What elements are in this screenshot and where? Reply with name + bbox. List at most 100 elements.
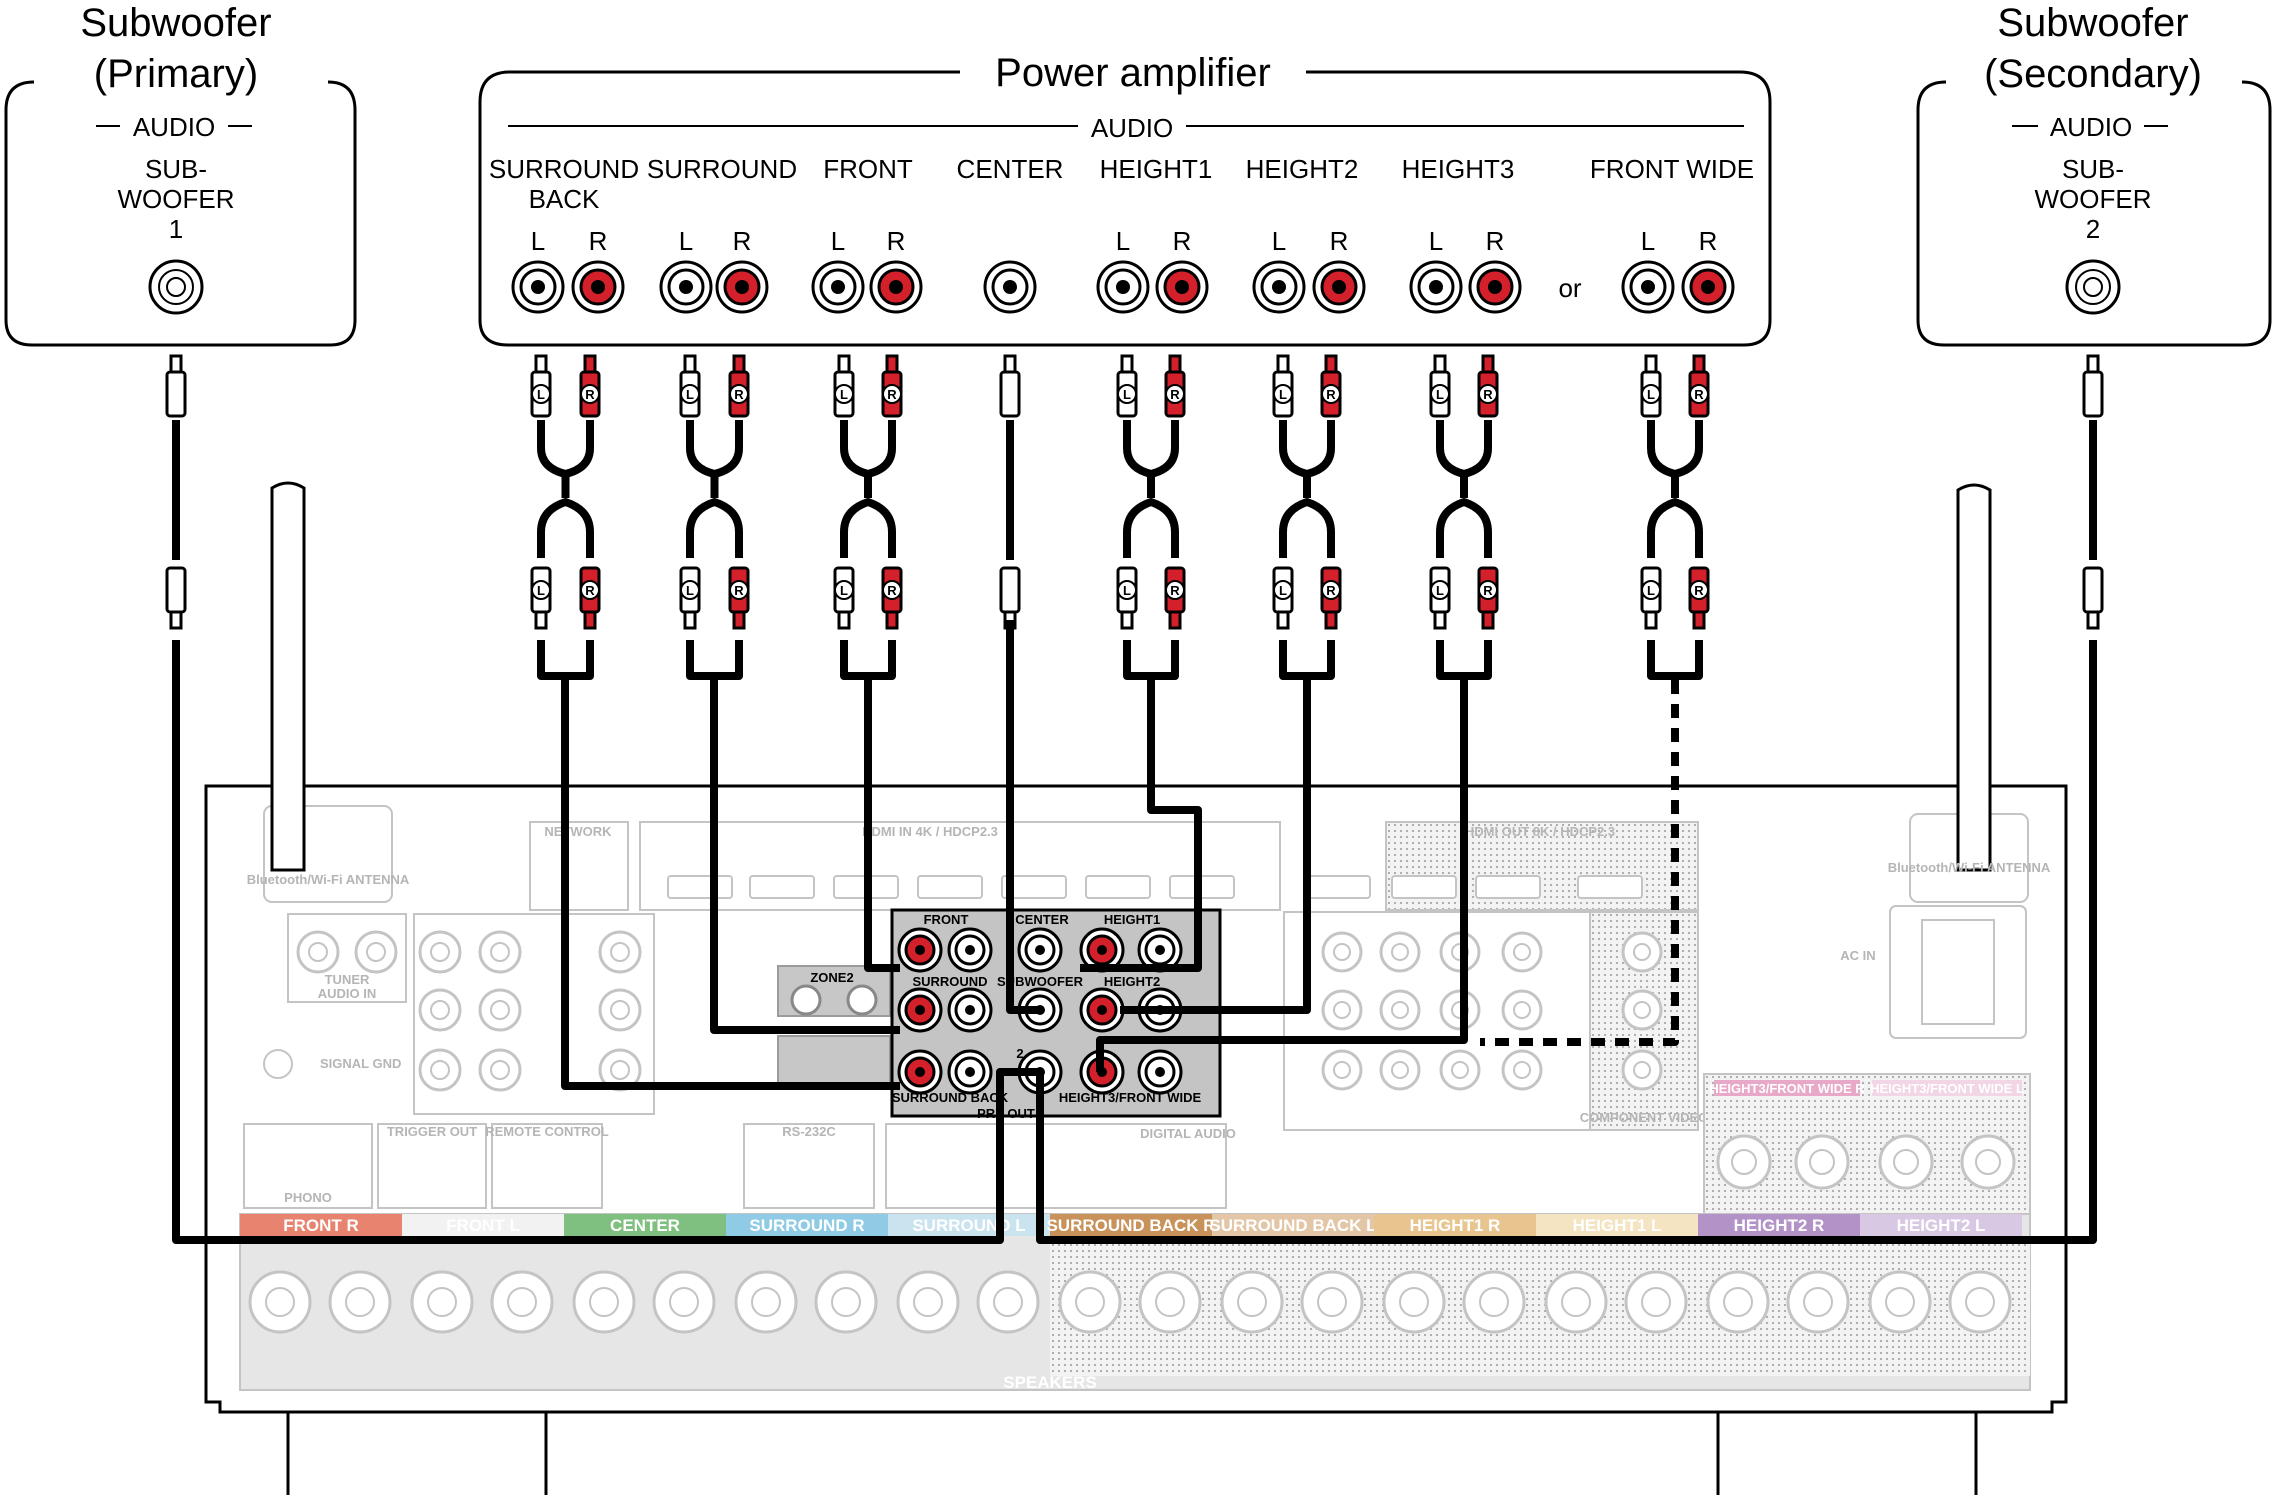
plug-top-r-4: R bbox=[1320, 354, 1342, 418]
speaker-post-inner-7-0 bbox=[1399, 1287, 1429, 1317]
amp-channel-r-label-6: R bbox=[1486, 226, 1505, 256]
amp-channel-r-label-2: R bbox=[887, 226, 906, 256]
plug-bottom-r-0-badge bbox=[580, 580, 600, 600]
plug-top-r-0-letter: R bbox=[585, 387, 595, 402]
zone2-secondary-jacks bbox=[777, 1035, 891, 1089]
power-amplifier-title: Power amplifier bbox=[995, 51, 1271, 95]
pair-bottom-split-2 bbox=[840, 498, 896, 558]
preout-height3-front-wide-label: HEIGHT3/FRONT WIDE bbox=[1059, 1090, 1202, 1105]
pair-bottom-split-6 bbox=[1647, 498, 1703, 558]
hdmi-in-label: HDMI IN 4K / HDCP2.3 bbox=[862, 824, 998, 839]
plug-top-r-2-letter: R bbox=[887, 387, 897, 402]
speaker-post-inner-4-0 bbox=[913, 1287, 943, 1317]
plug-top-l-6: L bbox=[1640, 354, 1662, 418]
plug-top-l-3: L bbox=[1116, 354, 1138, 418]
plug-center-bottom-body bbox=[999, 566, 1021, 614]
speaker-group-2: CENTER bbox=[564, 1214, 726, 1334]
preout-jack-pin-1 bbox=[965, 945, 975, 955]
plug-bottom-r-3-badge bbox=[1165, 580, 1185, 600]
video-jack-inner-9 bbox=[1513, 1001, 1531, 1019]
speakers-label: SPEAKERS bbox=[1003, 1373, 1097, 1392]
preout-jack-pin-2 bbox=[1035, 945, 1045, 955]
plug-top-l-6-badge bbox=[1641, 384, 1661, 404]
hdmi-port-9 bbox=[1475, 875, 1541, 899]
preout-surround-back-label: SURROUND BACK bbox=[892, 1090, 1009, 1105]
amp-center-jack-pin bbox=[1003, 280, 1017, 294]
amp-jack-r-4-pin bbox=[1175, 280, 1189, 294]
speaker-group-8: HEIGHT1 L bbox=[1536, 1214, 1698, 1334]
plug-top-r-6-letter: R bbox=[1694, 387, 1704, 402]
plug-bottom-l-2: L bbox=[833, 566, 855, 630]
plug-top-r-1: R bbox=[728, 354, 750, 418]
center-route bbox=[1006, 620, 1040, 1014]
hfw-post-inner-3 bbox=[1975, 1149, 2001, 1175]
plug-bottom-l-4-letter: L bbox=[1279, 583, 1287, 598]
amp-channel-label-4: HEIGHT1 bbox=[1100, 154, 1213, 184]
plug-bottom-r-4-badge bbox=[1321, 580, 1341, 600]
plug-sub2-bottom-tip bbox=[2086, 610, 2100, 630]
plug-top-l-0: L bbox=[530, 354, 552, 418]
tuner-label: TUNER bbox=[325, 972, 370, 987]
speaker-group-7: HEIGHT1 R bbox=[1374, 1214, 1536, 1334]
video-jack-inner-12 bbox=[1633, 943, 1651, 961]
preout-height1-label: HEIGHT1 bbox=[1104, 912, 1160, 927]
preout-jack-pin-11 bbox=[965, 1067, 975, 1077]
speaker-post-inner-5-0 bbox=[1075, 1287, 1105, 1317]
speaker-post-inner-0-1 bbox=[345, 1287, 375, 1317]
plug-bottom-r-1-tip bbox=[732, 610, 746, 630]
sub2-route bbox=[1036, 640, 2097, 1244]
plug-bottom-r-0-tip bbox=[583, 610, 597, 630]
plug-bottom-l-3-letter: L bbox=[1123, 583, 1131, 598]
preout-jack-pin-5 bbox=[915, 1005, 925, 1015]
plug-bottom-r-2: R bbox=[881, 566, 903, 630]
hdmi-port-0 bbox=[667, 875, 733, 899]
plug-bottom-r-1-badge bbox=[729, 580, 749, 600]
plug-top-r-1-badge bbox=[729, 384, 749, 404]
subwoofer-primary-jack bbox=[148, 259, 204, 315]
video-jack-inner-3 bbox=[1391, 1001, 1409, 1019]
plug-center-top-body bbox=[999, 370, 1021, 418]
plug-bottom-r-2-tip bbox=[885, 610, 899, 630]
plug-top-r-4-letter: R bbox=[1326, 387, 1336, 402]
plug-bottom-r-6-letter: R bbox=[1694, 583, 1704, 598]
plug-sub2-top-tip bbox=[2086, 354, 2100, 374]
speaker-post-inner-7-1 bbox=[1479, 1287, 1509, 1317]
pair-route-1 bbox=[710, 680, 900, 1034]
amp-jack-r-5-pin bbox=[1332, 280, 1346, 294]
plug-bottom-l-5-letter: L bbox=[1436, 583, 1444, 598]
pair-top-split-2 bbox=[840, 420, 896, 478]
amp-jack-l-6-pin bbox=[1429, 280, 1443, 294]
speaker-post-inner-8-1 bbox=[1641, 1287, 1671, 1317]
analog-jack-inner-2 bbox=[430, 942, 450, 962]
amp-channel-l-label-1: L bbox=[679, 226, 693, 256]
video-jack-inner-5 bbox=[1391, 1061, 1409, 1079]
speaker-post-inner-6-1 bbox=[1317, 1287, 1347, 1317]
plug-bottom-l-0-badge bbox=[531, 580, 551, 600]
plug-top-l-2-letter: L bbox=[840, 387, 848, 402]
plug-bottom-l-5: L bbox=[1429, 566, 1451, 630]
plug-bottom-l-5-tip bbox=[1433, 610, 1447, 630]
amp-channel-l-label-6: L bbox=[1429, 226, 1443, 256]
pair-top-split-4 bbox=[1279, 420, 1335, 478]
analog-jack-inner-10 bbox=[610, 1060, 630, 1080]
ac-socket bbox=[1921, 919, 1995, 1025]
zone2-l-jack bbox=[846, 984, 878, 1016]
analog-jack-inner-4 bbox=[430, 1000, 450, 1020]
plug-top-r-2-tip bbox=[885, 354, 899, 374]
speaker-group-label-4: SURROUND L bbox=[912, 1216, 1025, 1235]
sub1-route bbox=[172, 640, 1040, 1244]
plug-bottom-l-1-letter: L bbox=[686, 583, 694, 598]
pair-u-5 bbox=[1436, 640, 1492, 680]
trigger-block bbox=[377, 1123, 487, 1209]
plug-bottom-l-3-badge bbox=[1117, 580, 1137, 600]
subwoofer-secondary-jack-label-1: SUB- bbox=[2062, 154, 2124, 184]
plug-bottom-l-2-badge bbox=[834, 580, 854, 600]
pair-u-1 bbox=[686, 640, 743, 680]
speaker-group-5: SURROUND BACK R bbox=[1046, 1214, 1216, 1334]
plug-top-l-1-tip bbox=[683, 354, 697, 374]
amp-channel-sublabel-0: BACK bbox=[529, 184, 600, 214]
subwoofer-primary-title-line2: (Primary) bbox=[94, 52, 258, 96]
